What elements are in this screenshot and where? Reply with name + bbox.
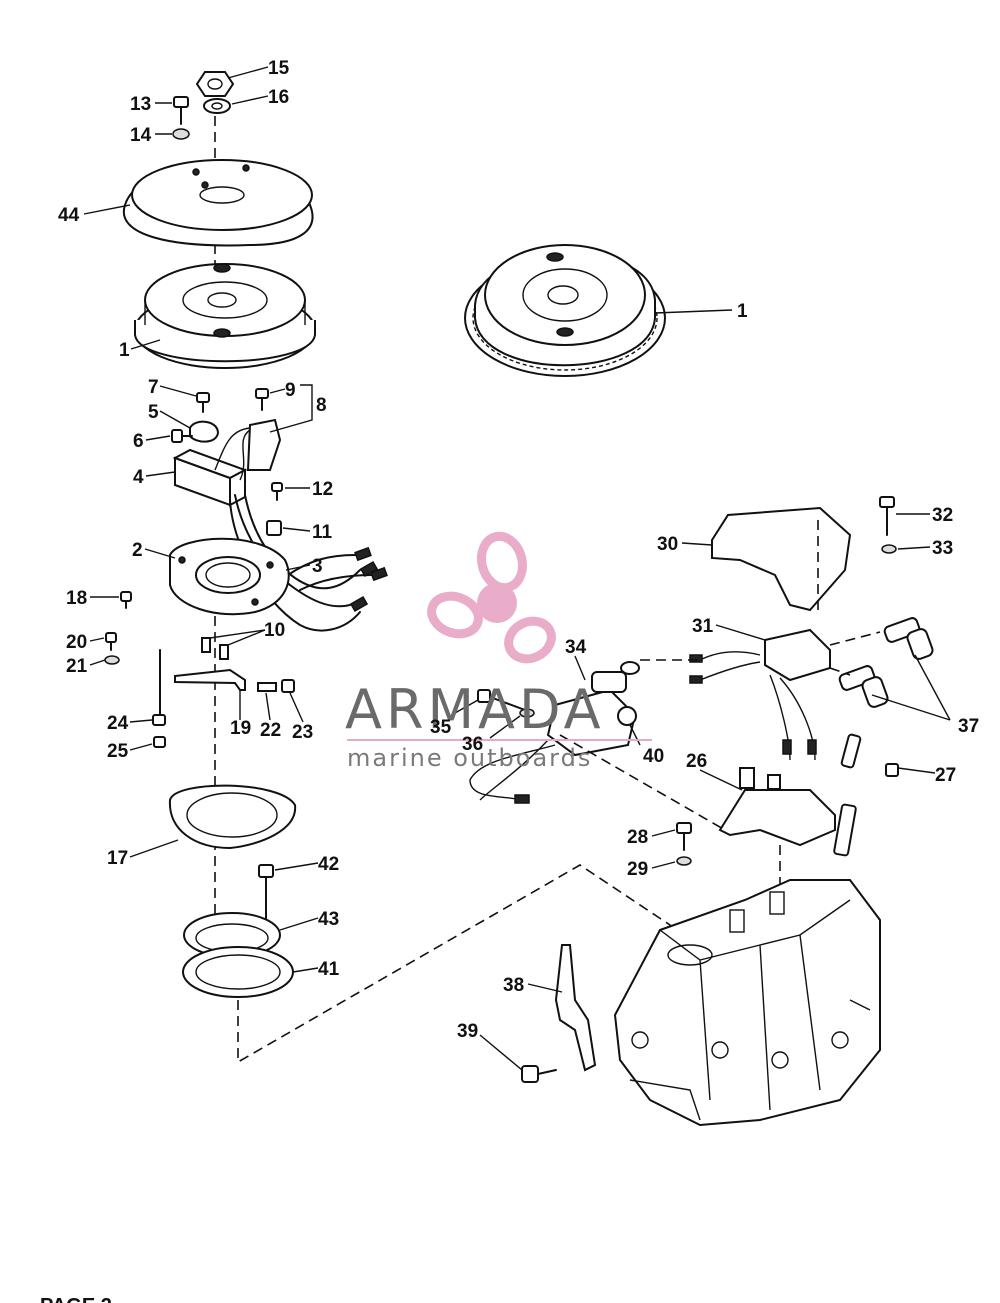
callout-32: 32: [932, 505, 953, 526]
screw-9: [256, 389, 268, 410]
propeller-blade-right: [502, 614, 557, 665]
callout-43: 43: [318, 909, 339, 930]
spark-plug-cap-37a: [883, 617, 934, 661]
page-label: PAGE 2: [40, 1295, 112, 1303]
terminal-40: [618, 707, 636, 725]
callout-10: 10: [264, 620, 285, 641]
callout-36: 36: [462, 734, 483, 755]
bushing-11: [267, 521, 281, 535]
propeller-hub: [477, 583, 517, 623]
callout-22: 22: [260, 720, 281, 741]
callout-29: 29: [627, 859, 648, 880]
cover-30: [712, 508, 850, 610]
callout-31: 31: [692, 616, 714, 637]
propeller-blade-left: [426, 590, 483, 640]
callout-26: 26: [686, 751, 707, 772]
spark-plugs: [834, 734, 861, 856]
screw-7: [197, 393, 209, 412]
washer-14: [173, 129, 189, 139]
nut-15: [197, 72, 233, 96]
nut-27: [886, 764, 898, 776]
callout-24: 24: [107, 713, 129, 734]
callout-27: 27: [935, 765, 956, 786]
flywheel-right-1: [465, 245, 665, 376]
callout-17: 17: [107, 848, 128, 869]
screw-12: [272, 483, 282, 500]
callout-18: 18: [66, 588, 87, 609]
callout-37: 37: [958, 716, 979, 737]
brand-name: ARMADA: [345, 678, 605, 741]
throttle-arm-38: [556, 945, 595, 1070]
callout-19: 19: [230, 718, 251, 739]
callout-23: 23: [292, 722, 313, 743]
callout-11: 11: [312, 522, 333, 543]
callout-44: 44: [58, 205, 80, 226]
callout-40: 40: [643, 746, 664, 767]
propeller-blade-top: [476, 532, 528, 593]
gasket-17: [170, 786, 295, 848]
callout-1-left: 1: [119, 340, 130, 361]
callout-42: 42: [318, 854, 339, 875]
screw-13: [174, 97, 188, 124]
callout-38: 38: [503, 975, 524, 996]
washer-29: [677, 857, 691, 865]
spark-plug-cap-37b: [838, 665, 889, 709]
sensor-8: [248, 420, 280, 470]
clamp-5: [190, 422, 218, 442]
callout-30: 30: [657, 534, 678, 555]
washer-33: [882, 545, 896, 553]
seal-41: [183, 947, 293, 997]
callout-39: 39: [457, 1021, 478, 1042]
callout-41: 41: [318, 959, 340, 980]
callout-7: 7: [148, 377, 159, 398]
callout-20: 20: [66, 632, 87, 653]
callout-3: 3: [312, 556, 323, 577]
callout-15: 15: [268, 58, 290, 79]
switch-box-31: [690, 630, 830, 760]
callout-34: 34: [565, 637, 587, 658]
nut-23: [282, 680, 294, 692]
armada-logo-icon: [426, 532, 557, 666]
screw-32: [880, 497, 894, 535]
flywheel-left-1: [135, 264, 315, 368]
callout-35: 35: [430, 717, 452, 738]
callout-1-right: 1: [737, 301, 748, 322]
link-24: [153, 650, 165, 725]
callout-21: 21: [66, 656, 88, 677]
lever-19: [175, 670, 245, 690]
callout-13: 13: [130, 94, 151, 115]
callout-4: 4: [133, 467, 144, 488]
callout-2: 2: [132, 540, 143, 561]
callout-14: 14: [130, 125, 152, 146]
callout-12: 12: [312, 479, 333, 500]
callout-8: 8: [316, 395, 327, 416]
callout-28: 28: [627, 827, 648, 848]
washer-21: [105, 656, 119, 664]
screw-39: [522, 1066, 556, 1082]
screw-18: [121, 592, 131, 608]
callout-9: 9: [285, 380, 296, 401]
callout-5: 5: [148, 402, 159, 423]
spring-22: [258, 683, 276, 691]
callout-6: 6: [133, 431, 144, 452]
callout-16: 16: [268, 87, 289, 108]
callout-33: 33: [932, 538, 953, 559]
nut-25: [154, 737, 165, 747]
callout-25: 25: [107, 741, 129, 762]
screw-28: [677, 823, 691, 850]
washer-16: [204, 99, 230, 113]
screw-20: [106, 633, 116, 650]
engine-block: [615, 880, 880, 1125]
ring-44: [124, 160, 313, 245]
stator-plate-2: [170, 539, 289, 614]
